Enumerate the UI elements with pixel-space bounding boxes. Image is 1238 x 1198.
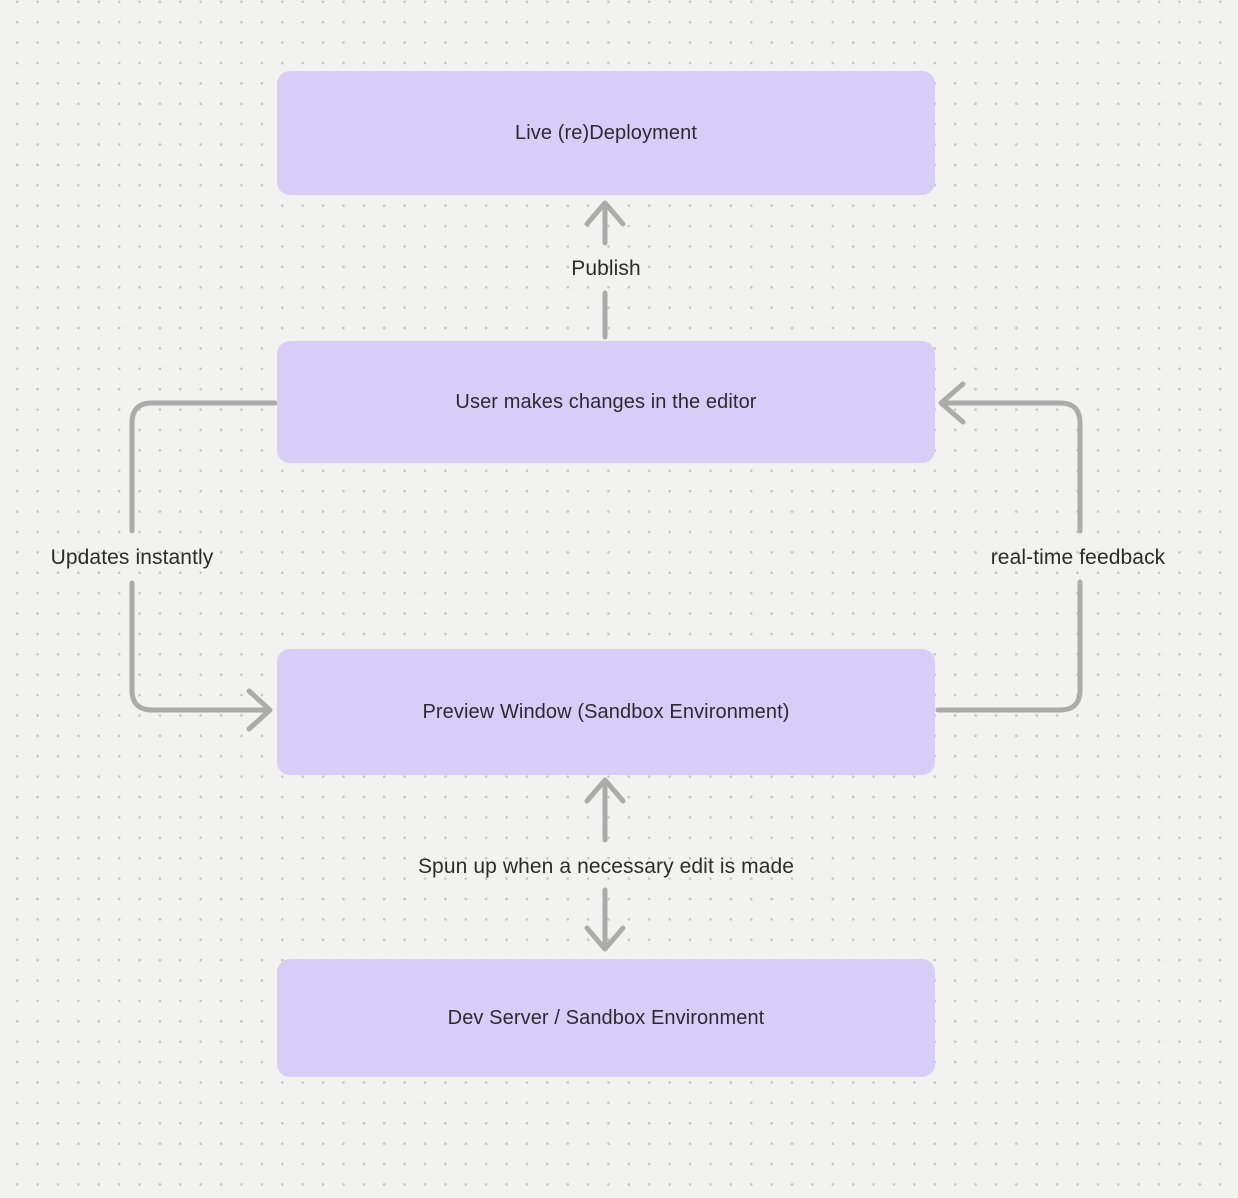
arrow-realtime-feedback[interactable] [935,381,1083,713]
arrow-publish[interactable] [584,200,626,340]
arrow-label-updates-instantly[interactable]: Updates instantly [50,546,214,569]
node-label: User makes changes in the editor [455,390,757,413]
node-label: Live (re)Deployment [515,121,697,144]
arrow-spun-up[interactable] [584,777,626,952]
arrow-label-realtime-feedback[interactable]: real-time feedback [990,546,1166,569]
node-label: Preview Window (Sandbox Environment) [422,700,790,723]
arrow-updates-instantly[interactable] [129,400,278,732]
arrow-label-spun-up[interactable]: Spun up when a necessary edit is made [417,855,795,878]
node-preview-window[interactable]: Preview Window (Sandbox Environment) [277,649,935,775]
arrow-label-publish[interactable]: Publish [571,257,641,280]
node-label: Dev Server / Sandbox Environment [447,1006,765,1029]
node-user-editor[interactable]: User makes changes in the editor [277,341,935,463]
node-live-redeployment[interactable]: Live (re)Deployment [277,71,935,195]
node-dev-server[interactable]: Dev Server / Sandbox Environment [277,959,935,1077]
